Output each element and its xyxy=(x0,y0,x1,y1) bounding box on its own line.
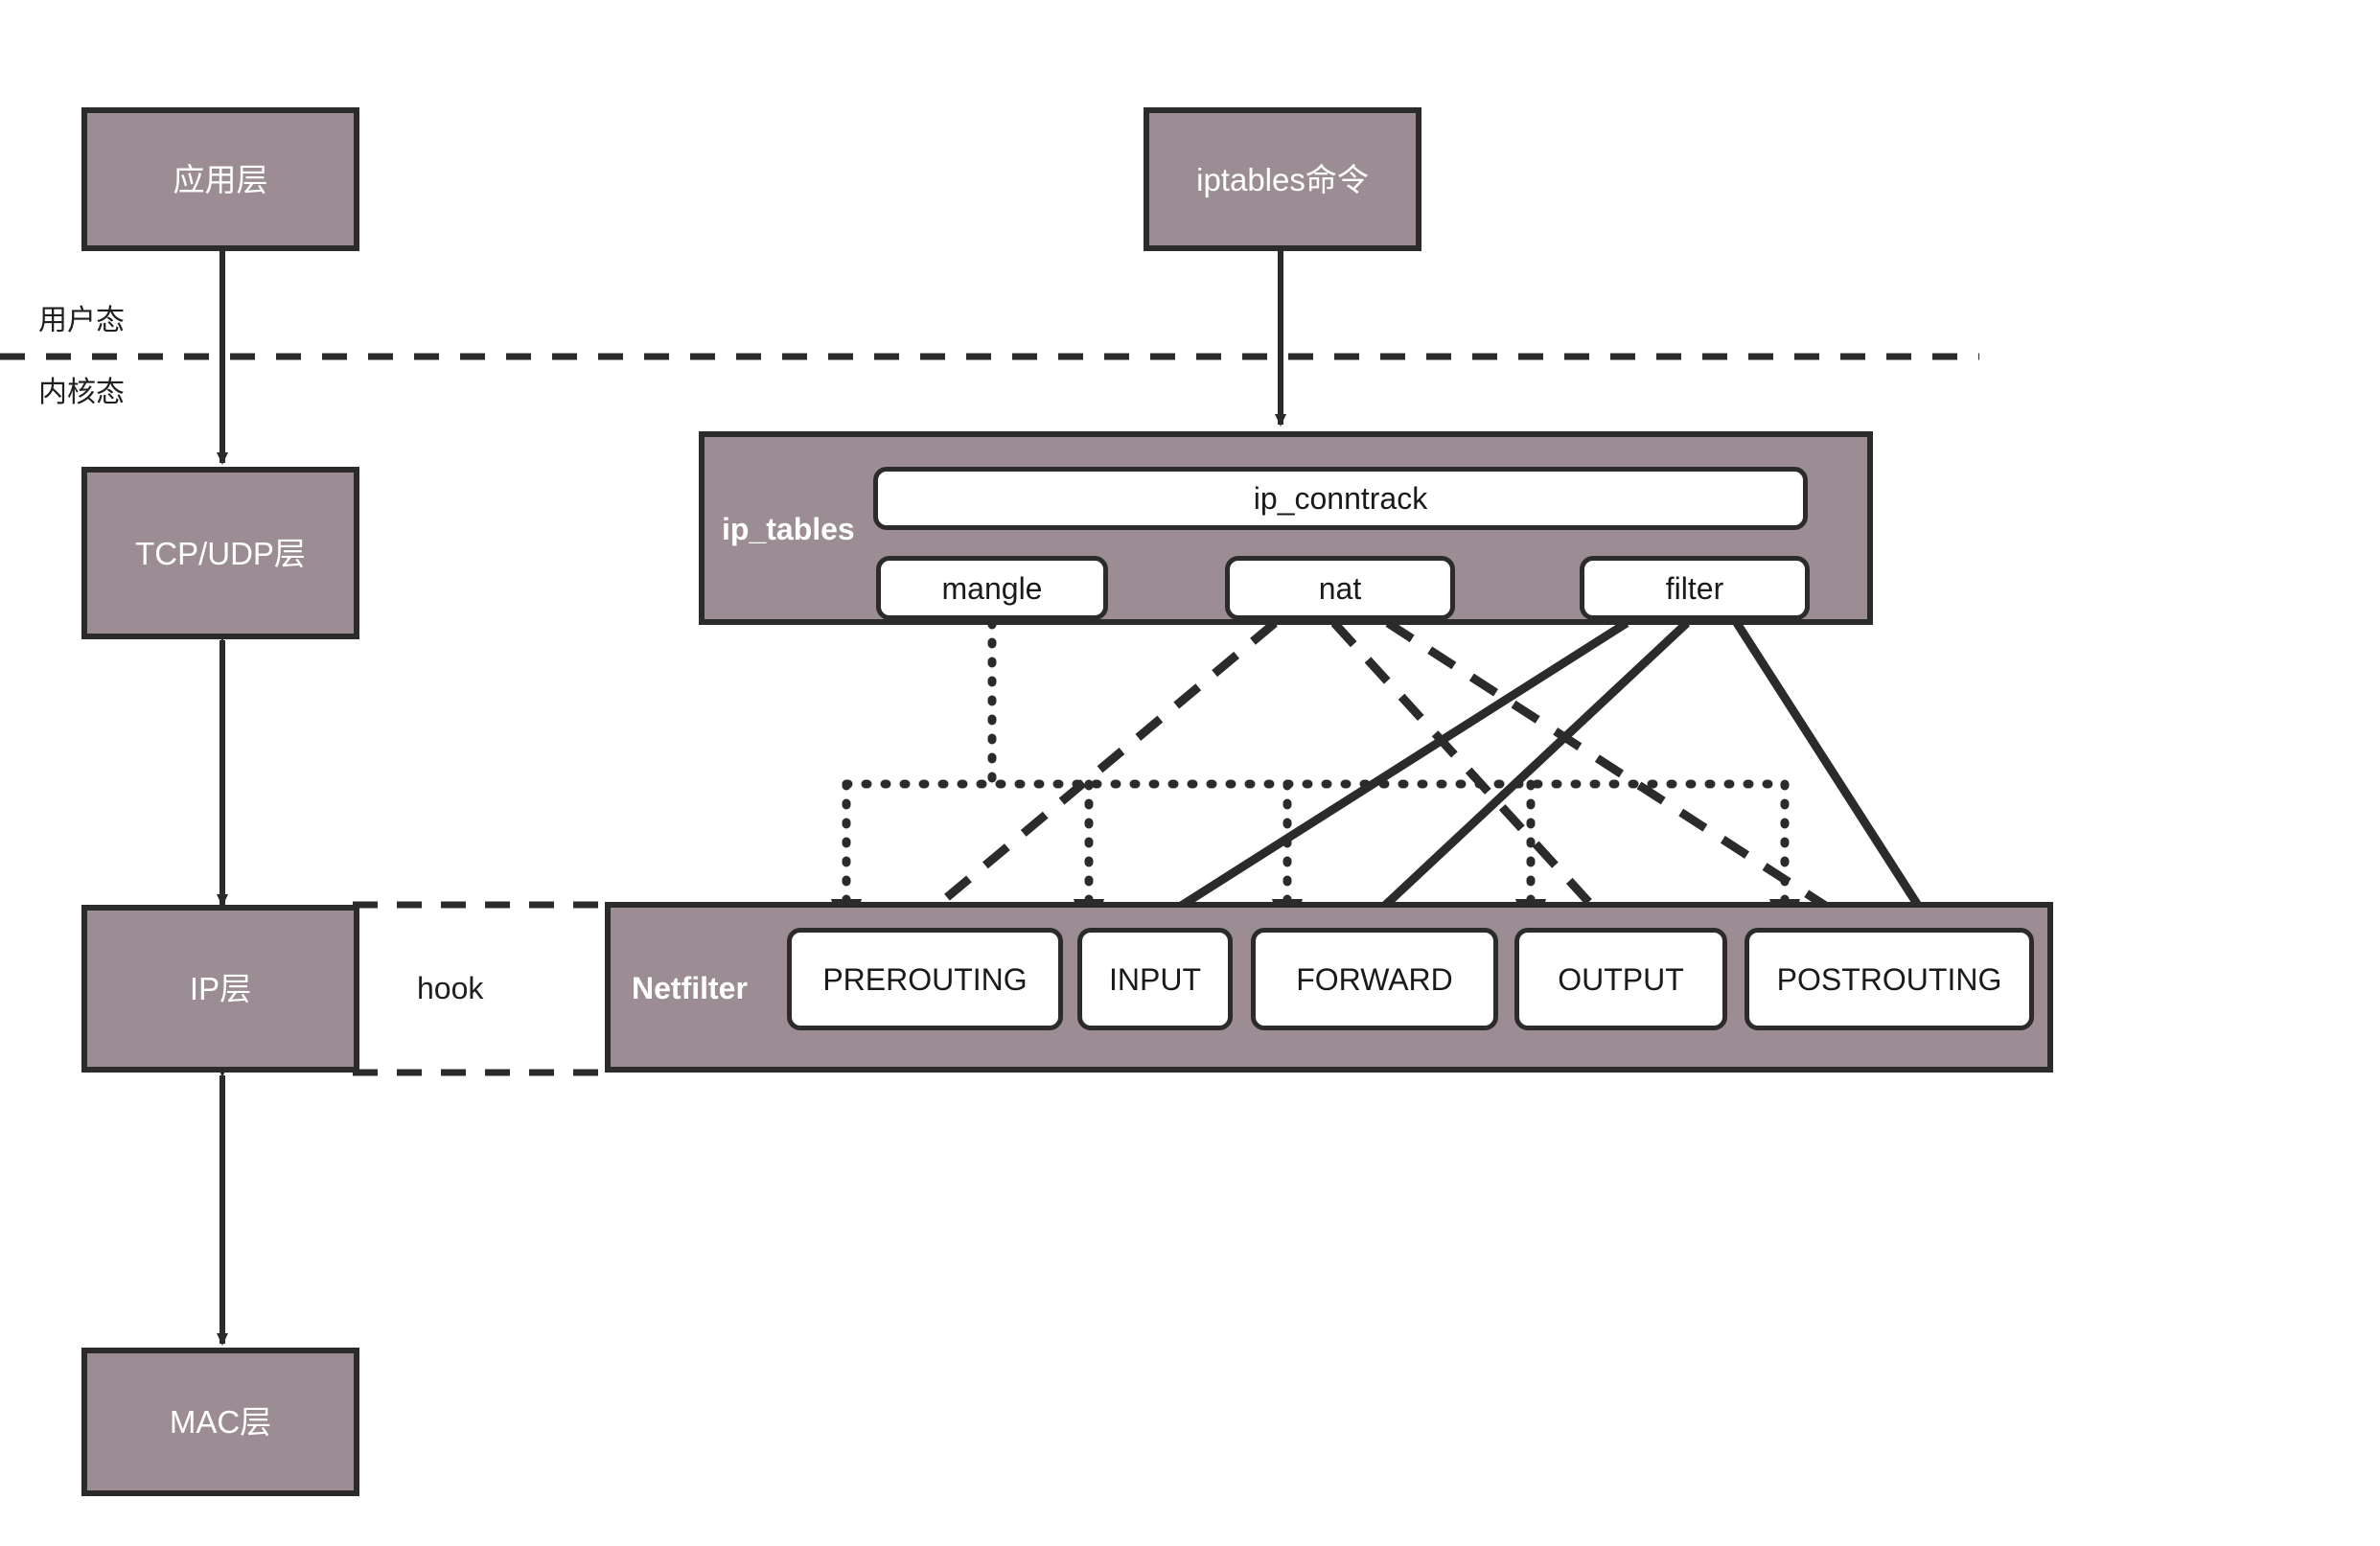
user-mode-label: 用户态 xyxy=(38,305,125,336)
chain-label-input: INPUT xyxy=(1109,961,1201,997)
table-box-filter[interactable]: filter xyxy=(1580,556,1810,620)
hook-label: hook xyxy=(417,971,484,1005)
filter-connectors xyxy=(1144,619,1936,932)
filter-to-postrouting-ish xyxy=(1733,620,1936,931)
chain-box-input[interactable]: INPUT xyxy=(1077,928,1233,1030)
kernel-mode-label: 内核态 xyxy=(38,377,125,408)
chain-box-output[interactable]: OUTPUT xyxy=(1514,928,1727,1030)
tcp-udp-layer-label: TCP/UDP层 xyxy=(135,535,306,571)
table-box-mangle[interactable]: mangle xyxy=(876,556,1108,620)
table-label-mangle: mangle xyxy=(941,570,1043,606)
chain-label-output: OUTPUT xyxy=(1558,961,1684,997)
nat-to-output xyxy=(1330,619,1616,932)
chain-label-prerouting: PREROUTING xyxy=(822,961,1028,997)
tcp-udp-layer-box[interactable]: TCP/UDP层 xyxy=(81,467,359,639)
app-layer-box[interactable]: 应用层 xyxy=(81,107,359,251)
iptables-command-label: iptables命令 xyxy=(1196,161,1369,197)
chain-box-prerouting[interactable]: PREROUTING xyxy=(787,928,1063,1030)
ip-layer-label: IP层 xyxy=(189,971,252,1006)
nat-to-postrouting xyxy=(1385,619,1862,932)
ip-conntrack-label: ip_conntrack xyxy=(1253,481,1428,516)
chain-box-forward[interactable]: FORWARD xyxy=(1251,928,1498,1030)
ip-conntrack-box[interactable]: ip_conntrack xyxy=(873,467,1808,530)
mangle-connectors xyxy=(842,618,1790,918)
iptables-command-box[interactable]: iptables命令 xyxy=(1144,107,1421,251)
filter-to-input xyxy=(1144,619,1629,932)
ip-layer-box[interactable]: IP层 xyxy=(81,905,359,1073)
filter-to-forward xyxy=(1357,619,1691,932)
nat-connectors xyxy=(908,619,1862,932)
table-label-filter: filter xyxy=(1665,570,1724,606)
mac-layer-box[interactable]: MAC层 xyxy=(81,1348,359,1496)
ip-tables-group-label: ip_tables xyxy=(722,512,855,546)
chain-label-forward: FORWARD xyxy=(1296,961,1453,997)
netfilter-group-label: Netfilter xyxy=(632,971,748,1005)
table-label-nat: nat xyxy=(1318,570,1362,606)
mac-layer-label: MAC层 xyxy=(169,1404,272,1440)
chain-box-postrouting[interactable]: POSTROUTING xyxy=(1745,928,2034,1030)
chain-label-postrouting: POSTROUTING xyxy=(1776,961,2002,997)
app-layer-label: 应用层 xyxy=(173,161,268,197)
table-box-nat[interactable]: nat xyxy=(1225,556,1455,620)
